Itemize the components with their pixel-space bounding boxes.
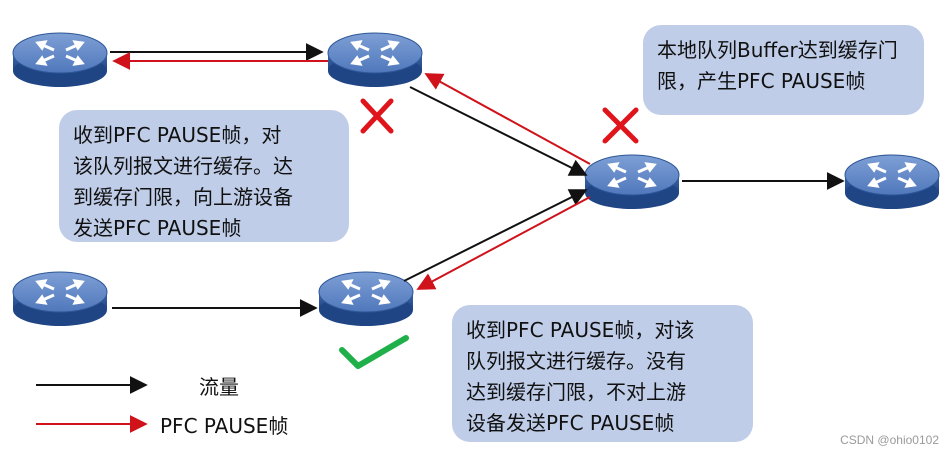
cross-icon — [360, 98, 394, 134]
traffic-arrow — [409, 86, 588, 176]
router-icon — [11, 31, 109, 89]
check-icon — [339, 335, 409, 369]
router-icon — [326, 31, 424, 89]
watermark: CSDN @ohio0102 — [840, 433, 939, 447]
legend-traffic-label: 流量 — [199, 375, 239, 399]
router-icon — [11, 270, 109, 328]
router-icon — [317, 270, 415, 328]
note-received-reached: 收到PFC PAUSE帧，对 该队列报文进行缓存。达 到缓存门限，向上游设备 发… — [59, 110, 349, 242]
router-icon — [843, 153, 941, 211]
legend-pause-label: PFC PAUSE帧 — [160, 414, 289, 438]
traffic-arrow — [403, 189, 588, 282]
pause-arrow — [416, 196, 591, 290]
router-icon — [583, 153, 681, 211]
pause-arrow — [424, 73, 591, 165]
note-local-queue: 本地队列Buffer达到缓存门 限，产生PFC PAUSE帧 — [643, 25, 924, 115]
cross-icon — [602, 107, 639, 144]
note-received-not-reached: 收到PFC PAUSE帧，对该 队列报文进行缓存。没有 达到缓存门限，不对上游 … — [452, 305, 753, 442]
